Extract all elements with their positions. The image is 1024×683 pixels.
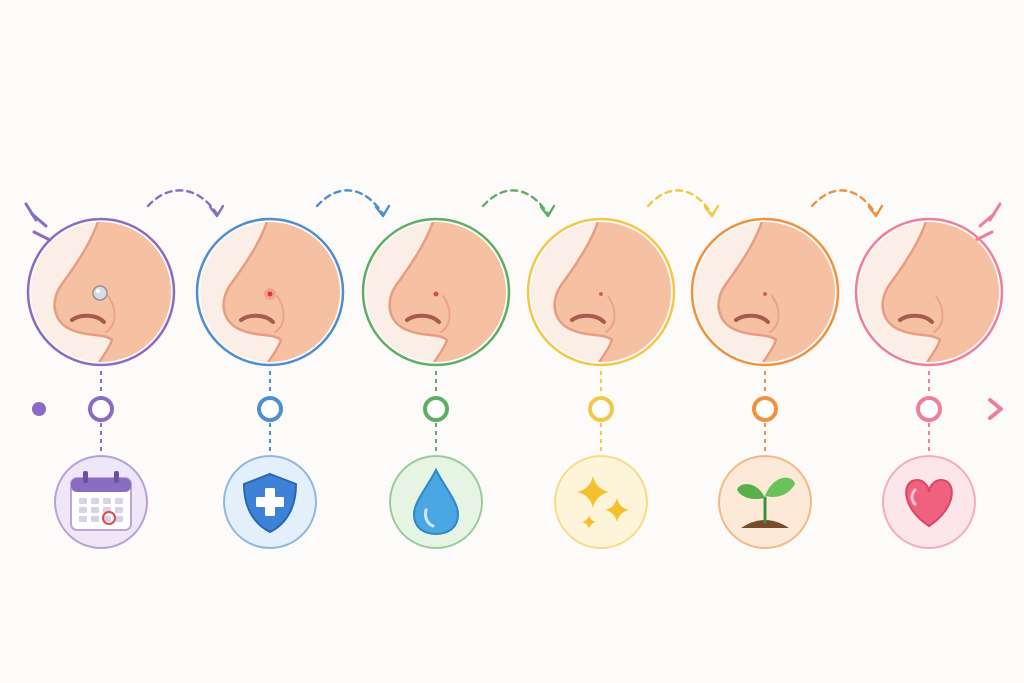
nose-outline [881, 222, 942, 362]
transition-arrows [24, 189, 1002, 242]
stage-illustration [526, 217, 676, 367]
arrow-head [539, 204, 556, 218]
stage-protect [195, 217, 345, 549]
sparkles-icon [577, 476, 629, 529]
piercing-hole [433, 291, 439, 297]
timeline-node [423, 396, 449, 422]
stage-hydrate [361, 217, 511, 549]
nose-wing [274, 295, 285, 333]
stage-illustration [195, 217, 345, 367]
shield-plus-icon [242, 472, 298, 534]
nose-outline [388, 222, 449, 362]
stage-love [854, 217, 1004, 549]
illustration-ring [854, 217, 1004, 367]
illustration-ring [361, 217, 511, 367]
heart-icon [905, 478, 953, 528]
transition-arrow [810, 189, 878, 216]
timeline-node [916, 396, 942, 422]
timeline-node [588, 396, 614, 422]
stage-illustration [361, 217, 511, 367]
arrow-head [703, 204, 720, 218]
stud-highlight [96, 289, 100, 293]
transition-arrow [146, 189, 219, 216]
arrow-head [374, 204, 391, 218]
illustration-ring [526, 217, 676, 367]
illustration-ring [26, 217, 176, 367]
nostril [734, 313, 770, 324]
transition-arrow [646, 189, 714, 216]
stage-piercing-day [26, 217, 176, 549]
nose-outline [717, 222, 778, 362]
stage-list [26, 217, 1004, 549]
nose-stud [92, 285, 108, 301]
stage-illustration [690, 217, 840, 367]
piercing-hole [763, 292, 767, 296]
stage-sparkle [526, 217, 676, 549]
water-drop-icon [412, 467, 460, 536]
transition-arrow [481, 189, 550, 216]
stage-illustration [26, 217, 176, 367]
timeline-node [88, 396, 114, 422]
nose-outline [553, 222, 614, 362]
stage-icon-badge [54, 455, 148, 549]
piercing-hole [267, 291, 273, 297]
piercing-hole [599, 292, 603, 296]
timeline-start-dot [32, 402, 46, 416]
stage-icon-badge [554, 455, 648, 549]
timeline-end-arrow [988, 398, 1003, 420]
nose-outline [222, 222, 283, 362]
emphasis-ticks-left [24, 202, 52, 242]
stage-icon-badge [223, 455, 317, 549]
calendar-icon [70, 471, 132, 531]
illustration-ring [195, 217, 345, 367]
sprout-icon [737, 477, 795, 528]
nose-wing [440, 295, 451, 333]
transition-arrow [315, 189, 385, 216]
timeline-node [257, 396, 283, 422]
timeline-node [752, 396, 778, 422]
nose-wing [769, 295, 780, 333]
nostril [405, 313, 441, 324]
stage-illustration [854, 217, 1004, 367]
stage-icon-badge [389, 455, 483, 549]
emphasis-ticks-right [974, 202, 1002, 242]
nose-wing [605, 295, 616, 333]
nose-wing [105, 295, 116, 333]
stage-icon-badge [718, 455, 812, 549]
nostril [239, 313, 275, 324]
arrow-head [867, 204, 884, 218]
nostril [70, 313, 106, 324]
nostril [570, 313, 606, 324]
stage-icon-badge [882, 455, 976, 549]
icon-badge-circle [554, 455, 648, 549]
nostril [898, 313, 934, 324]
nose-wing [933, 295, 944, 333]
illustration-ring [690, 217, 840, 367]
nose-outline [53, 222, 114, 362]
arrow-head [208, 204, 225, 218]
stage-grow [690, 217, 840, 549]
progress-line [32, 398, 1003, 420]
